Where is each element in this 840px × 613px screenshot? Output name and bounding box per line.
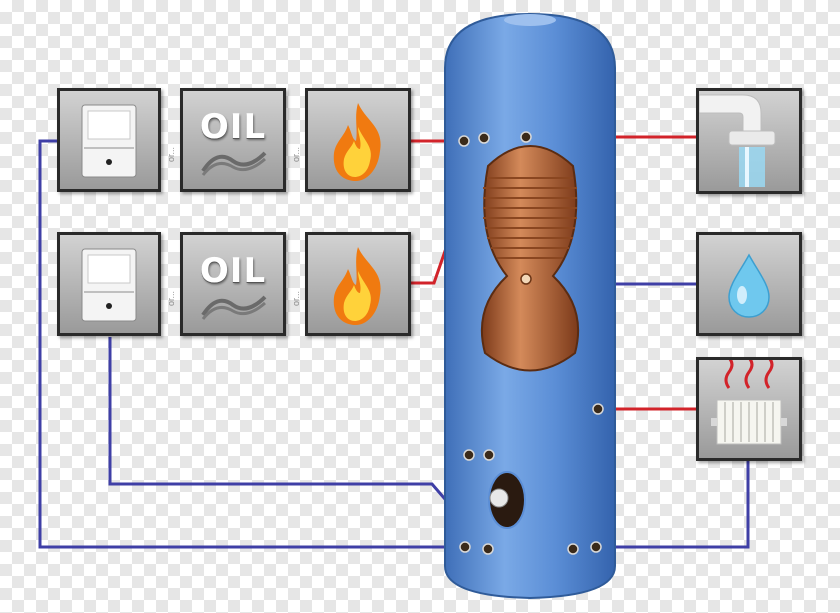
oil-panel-top: OIL [180,88,286,192]
tap-icon [698,94,776,187]
radiator-return-pipe [596,460,750,549]
radiator-icon [711,356,787,445]
cold-water-panel [696,232,802,336]
flame-panel-top [305,88,411,192]
flame-icon [333,247,381,325]
boiler-panel-top [57,88,161,192]
boiler-icon [81,248,137,322]
boiler-icon [81,104,137,178]
flame-icon [333,103,381,181]
oil-panel-bottom: OIL [180,232,286,336]
oil-swoosh-icon [201,295,267,320]
return-pipe-top-boiler [38,139,465,549]
or-label: or... [166,290,176,306]
boiler-panel-bottom [57,232,161,336]
or-label: or... [166,146,176,162]
oil-label: OIL [199,251,267,291]
flame-panel-bottom [305,232,411,336]
oil-swoosh-icon [201,151,267,176]
oil-label: OIL [199,107,267,147]
water-drop-icon [728,253,770,318]
hot-water-tap-panel [696,88,802,194]
hot-water-cylinder [444,12,616,600]
or-label: or... [291,146,301,162]
radiator-panel [696,356,802,461]
or-label: or... [291,290,301,306]
